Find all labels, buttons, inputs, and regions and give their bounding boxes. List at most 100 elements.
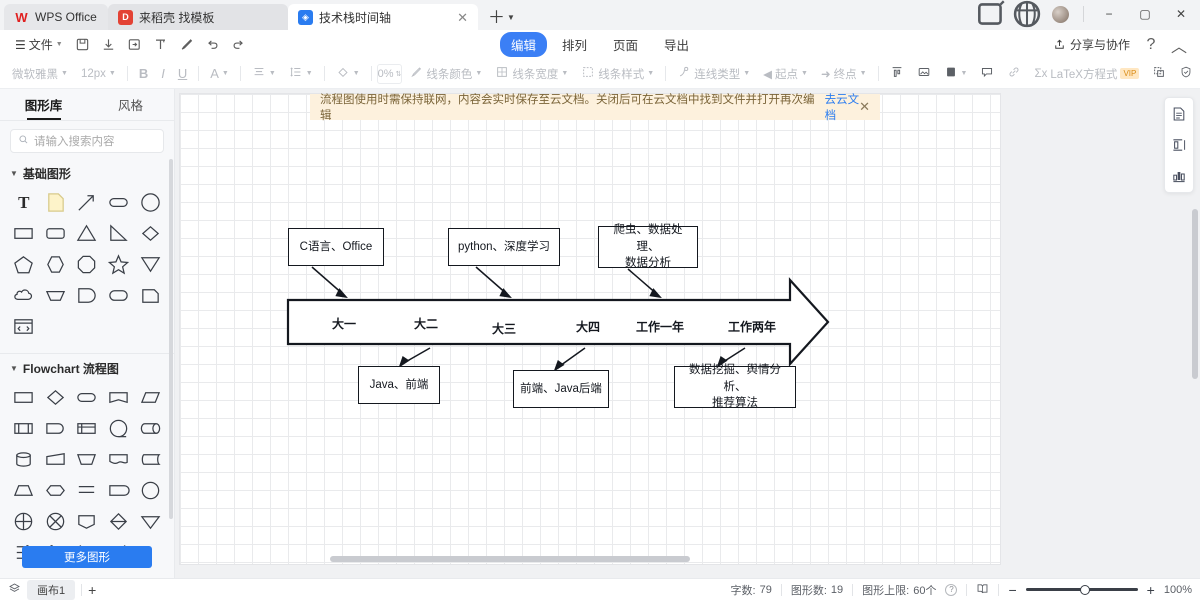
text-align-button[interactable]: ▼	[246, 63, 282, 85]
avatar[interactable]	[1052, 5, 1069, 23]
close-icon[interactable]: ✕	[1175, 7, 1187, 21]
diagram-box[interactable]: 数据挖掘、舆情分析、 推荐算法	[674, 364, 796, 409]
tab-tech-timeline[interactable]: ◈ 技术栈时间轴 ✕	[288, 4, 478, 30]
cross-circle-icon[interactable]	[40, 507, 72, 536]
diagram-box[interactable]: 前端、Java后端	[513, 370, 609, 408]
process-icon[interactable]	[8, 383, 40, 412]
hexagon-icon[interactable]	[40, 250, 72, 279]
download-icon[interactable]	[96, 34, 122, 56]
triangle-icon[interactable]	[71, 219, 103, 248]
horizontal-scrollbar[interactable]	[330, 556, 690, 562]
code-block-icon[interactable]	[8, 312, 40, 341]
share-collab-button[interactable]: 分享与协作	[1047, 36, 1136, 53]
align-layout-icon[interactable]	[1168, 134, 1190, 156]
save-icon[interactable]	[70, 34, 96, 56]
bold-button[interactable]: B	[133, 63, 154, 85]
extract-icon[interactable]	[8, 476, 40, 505]
maximize-icon[interactable]: ▢	[1139, 7, 1151, 21]
timeline-label[interactable]: 工作一年	[636, 320, 685, 334]
layout-button[interactable]	[884, 63, 910, 85]
format-painter-icon[interactable]	[148, 34, 174, 56]
rect-icon[interactable]	[8, 219, 40, 248]
pen-icon[interactable]	[174, 34, 200, 56]
panel-scrollbar[interactable]	[169, 159, 173, 519]
help-icon[interactable]: ?	[1146, 35, 1156, 53]
card-flag-icon[interactable]	[103, 383, 135, 412]
add-canvas-button[interactable]: +	[88, 581, 97, 598]
redo-icon[interactable]	[226, 34, 252, 56]
connector-type-button[interactable]: 连线类型 ▼	[671, 63, 756, 85]
delay-icon[interactable]	[40, 414, 72, 443]
minimize-icon[interactable]: −	[1105, 7, 1113, 21]
start-point-button[interactable]: ◀ 起点 ▼	[757, 63, 814, 85]
tab-style[interactable]: 风格	[117, 99, 143, 113]
rounded-rect2-icon[interactable]	[40, 219, 72, 248]
chevron-down-icon[interactable]: ▼	[507, 13, 515, 22]
line-width-button[interactable]: 线条宽度 ▼	[489, 63, 574, 85]
merge-icon[interactable]	[134, 507, 166, 536]
display-icon[interactable]	[103, 476, 135, 505]
zoom-slider[interactable]	[1025, 584, 1138, 595]
font-color-button[interactable]: A ▼	[204, 63, 235, 85]
timeline-label[interactable]: 大二	[414, 317, 439, 331]
split-view-icon[interactable]	[974, 0, 1008, 27]
right-triangle-icon[interactable]	[103, 219, 135, 248]
manual-operation-icon[interactable]	[71, 445, 103, 474]
timeline-label[interactable]: 大四	[576, 320, 601, 334]
cloud-icon[interactable]	[8, 281, 40, 310]
folded-rect-icon[interactable]	[134, 281, 166, 310]
diagram-box[interactable]: Java、前端	[358, 366, 440, 404]
tab-edit[interactable]: 编辑	[499, 32, 547, 57]
octagon-icon[interactable]	[71, 250, 103, 279]
parallelogram-icon[interactable]	[134, 383, 166, 412]
globe-icon[interactable]	[1010, 0, 1044, 28]
undo-icon[interactable]	[200, 34, 226, 56]
terminator-icon[interactable]	[71, 383, 103, 412]
group-header-flowchart[interactable]: ▼ Flowchart 流程图	[0, 354, 174, 381]
database-icon[interactable]	[8, 445, 40, 474]
direct-data-icon[interactable]	[134, 414, 166, 443]
predefined-process-icon[interactable]	[8, 414, 40, 443]
trapezoid-icon[interactable]	[40, 281, 72, 310]
collate-icon[interactable]	[71, 476, 103, 505]
group-header-basic[interactable]: ▼ 基础图形	[0, 159, 174, 186]
rounded-rect-icon[interactable]	[103, 188, 135, 217]
shield-check-button[interactable]	[1173, 63, 1199, 85]
export-icon[interactable]	[122, 34, 148, 56]
zoom-slider-handle[interactable]	[1079, 584, 1090, 595]
timeline-label[interactable]: 工作两年	[728, 320, 777, 334]
underline-button[interactable]: U	[172, 63, 193, 85]
book-icon[interactable]	[976, 582, 989, 598]
decision-icon[interactable]	[40, 383, 72, 412]
diamond-icon[interactable]	[134, 219, 166, 248]
insert-image-button[interactable]	[911, 63, 937, 85]
timeline-label[interactable]: 大一	[332, 317, 357, 331]
stored-data-icon[interactable]	[134, 445, 166, 474]
tab-arrange[interactable]: 排列	[561, 39, 587, 53]
fill-color-button[interactable]: ▼	[330, 63, 366, 85]
manual-input-icon[interactable]	[40, 445, 72, 474]
diagram-box[interactable]: python、深度学习	[448, 228, 560, 266]
line-spacing-button[interactable]: ▼	[283, 63, 319, 85]
note-page-icon[interactable]	[40, 188, 72, 217]
more-shapes-button[interactable]: 更多图形	[22, 546, 152, 568]
font-family-select[interactable]: 微软雅黑 ▼	[6, 63, 74, 85]
outline-doc-icon[interactable]	[1168, 103, 1190, 125]
file-menu-button[interactable]: ☰ 文件 ▼	[8, 34, 70, 56]
card-button[interactable]: ▼	[938, 63, 974, 85]
preparation-icon[interactable]	[40, 476, 72, 505]
tab-export[interactable]: 导出	[664, 39, 690, 53]
go-to-cloud-doc-link[interactable]: 去云文档	[824, 94, 860, 122]
summing-junction-icon[interactable]	[8, 507, 40, 536]
comment-button[interactable]	[974, 63, 1000, 85]
font-size-select[interactable]: 12px ▼	[75, 63, 122, 85]
layers-icon[interactable]	[8, 582, 21, 598]
block-arrow[interactable]	[286, 277, 830, 367]
circle-icon[interactable]	[134, 188, 166, 217]
tab-page[interactable]: 页面	[613, 39, 639, 53]
or-circle-icon[interactable]	[134, 476, 166, 505]
new-tab-button[interactable]: ＋ ▼	[478, 9, 523, 30]
collapse-ribbon-icon[interactable]: ︿	[1170, 38, 1187, 56]
tab-wps-office[interactable]: W WPS Office	[4, 4, 108, 30]
italic-button[interactable]: I	[155, 63, 171, 85]
